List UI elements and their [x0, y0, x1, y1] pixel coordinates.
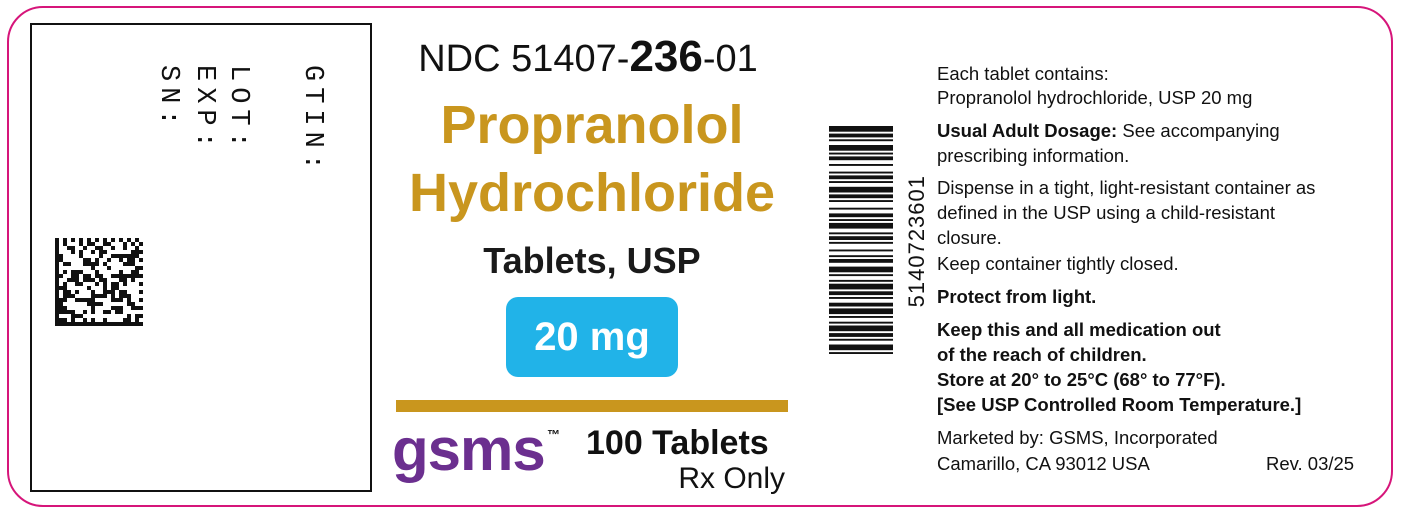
trademark-symbol: ™ — [547, 427, 560, 442]
label-border — [7, 6, 1393, 507]
revision: Rev. 03/25 — [1266, 453, 1355, 474]
dispense-line3: closure. — [937, 227, 1002, 248]
dosage-form: Tablets, USP — [483, 240, 701, 281]
ndc-product-code: 236 — [629, 32, 703, 81]
children-text2: of the reach of children. — [937, 344, 1147, 365]
dosage-line2: prescribing information. — [937, 145, 1130, 166]
strength-text: 20 mg — [534, 314, 650, 359]
exp-label: EXP: — [189, 65, 219, 154]
strength-badge: 20 mg — [506, 297, 678, 377]
protect-text: Protect from light. — [937, 286, 1097, 307]
storage-text1: Store at 20° to 25°C (68° to 77°F). — [937, 369, 1226, 390]
storage-line2: [See USP Controlled Room Temperature.] — [937, 393, 1301, 416]
imprint-area: GTIN: LOT: EXP: SN: — [30, 23, 372, 492]
contains-heading: Each tablet contains: — [937, 63, 1109, 84]
protect-light: Protect from light. — [937, 285, 1096, 308]
dosage-label: Usual Adult Dosage: — [937, 120, 1118, 141]
ndc-suffix: -01 — [702, 38, 758, 80]
storage-line1: Store at 20° to 25°C (68° to 77°F). — [937, 368, 1226, 391]
keep-closed: Keep container tightly closed. — [937, 253, 1179, 274]
datamatrix-code — [55, 238, 143, 326]
gsms-logo: gsms — [392, 416, 546, 483]
sn-label: SN: — [153, 65, 183, 132]
ndc-prefix: NDC 51407- — [418, 38, 630, 80]
gtin-label: GTIN: — [297, 65, 327, 177]
rx-only: Rx Only — [678, 462, 785, 495]
children-text1: Keep this and all medication out — [937, 319, 1221, 340]
tablet-count: 100 Tablets — [586, 424, 769, 462]
dosage-text: See accompanying — [1117, 120, 1280, 141]
upc-number: 5140723601 — [904, 175, 929, 308]
contains-value: Propranolol hydrochloride, USP 20 mg — [937, 87, 1253, 108]
lot-label: LOT: — [223, 65, 253, 154]
address: Camarillo, CA 93012 USA — [937, 453, 1150, 474]
dispense-line2: defined in the USP using a child-resista… — [937, 202, 1275, 223]
children-line2: of the reach of children. — [937, 343, 1147, 366]
drug-name-line2: Hydrochloride — [408, 163, 776, 223]
upc-barcode — [829, 126, 893, 354]
gold-divider — [396, 400, 788, 412]
dispense-line1: Dispense in a tight, light-resistant con… — [937, 177, 1316, 198]
dosage-line1: Usual Adult Dosage: See accompanying — [937, 119, 1280, 142]
children-line1: Keep this and all medication out — [937, 318, 1221, 341]
drug-name-line1: Propranolol — [440, 95, 744, 155]
ndc-number: NDC 51407-236-01 — [378, 32, 798, 82]
storage-text2: [See USP Controlled Room Temperature.] — [937, 394, 1302, 415]
marketed-by: Marketed by: GSMS, Incorporated — [937, 427, 1218, 448]
